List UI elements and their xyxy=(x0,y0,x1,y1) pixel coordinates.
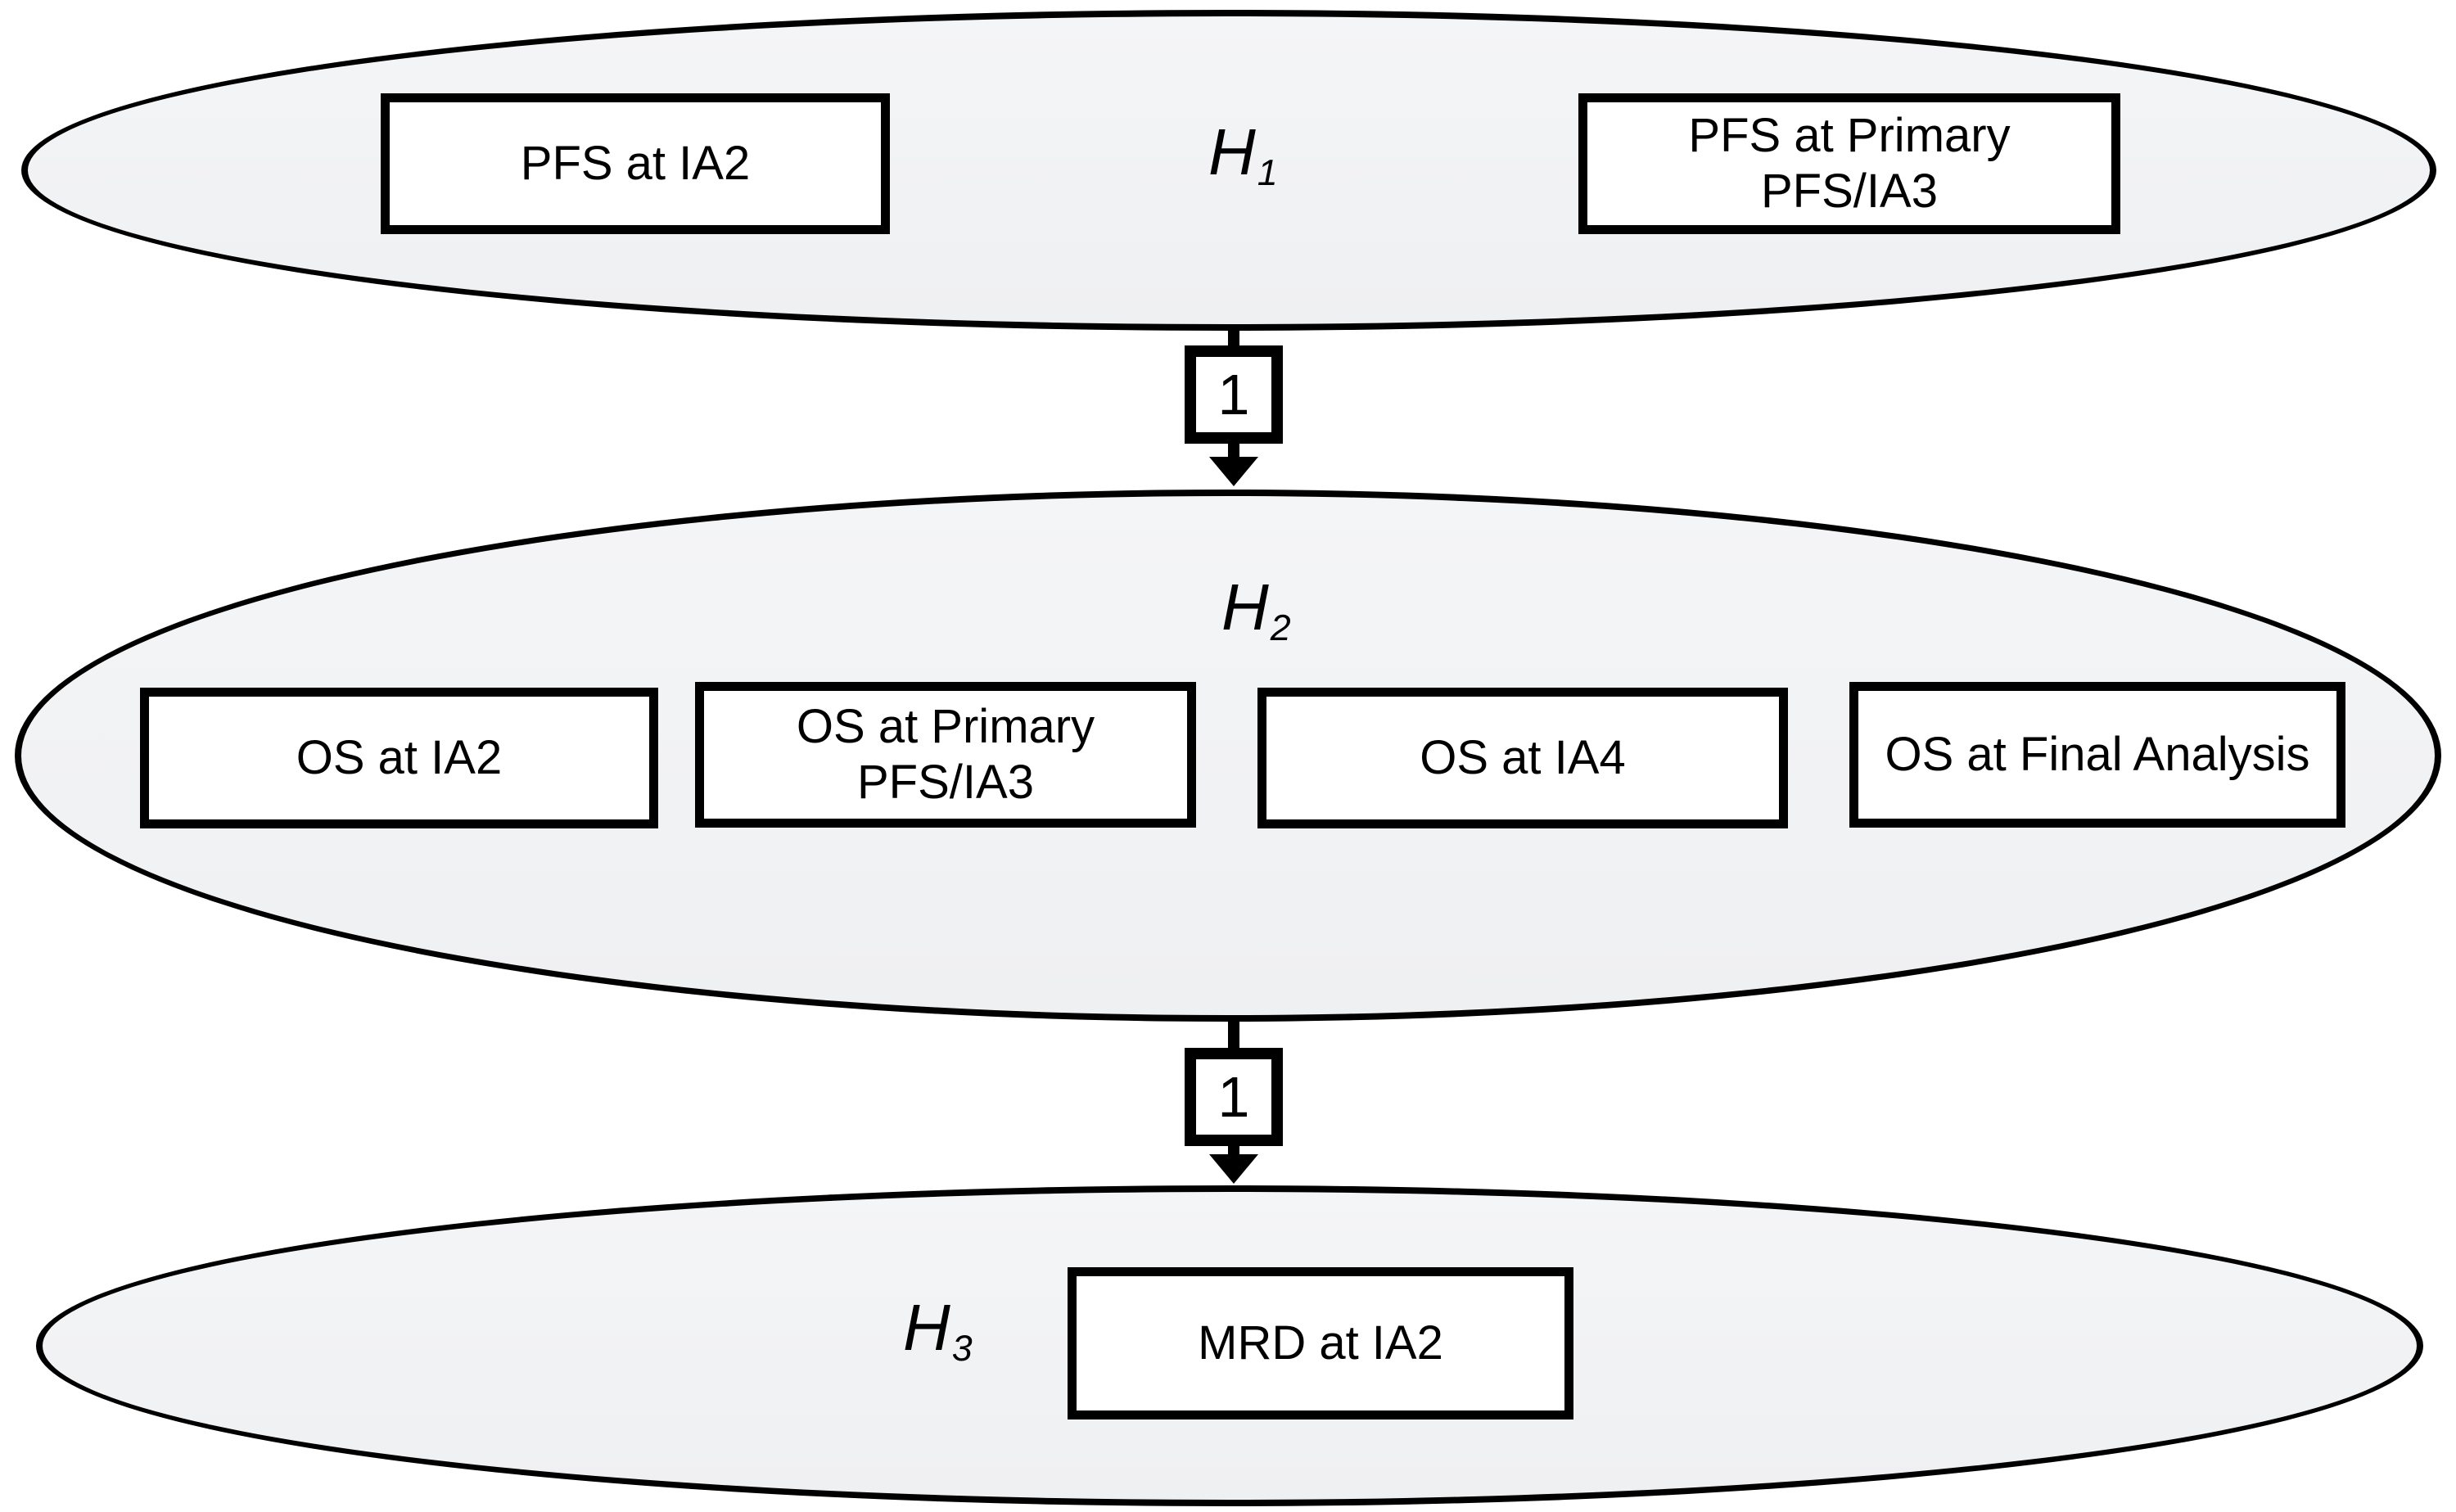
hypothesis-symbol: H xyxy=(903,1291,950,1364)
endpoint-label: PFS at Primary PFS/IA3 xyxy=(1688,108,2011,218)
hypothesis-label-h2: H2 xyxy=(1221,575,1291,647)
transition-weight: 1 xyxy=(1217,363,1250,427)
endpoint-box-os-at-ia4: OS at IA4 xyxy=(1257,688,1788,828)
arrow-line xyxy=(1228,1017,1239,1051)
arrow-line xyxy=(1228,324,1239,349)
transition-weight-box-1: 1 xyxy=(1185,345,1283,444)
endpoint-label: OS at Final Analysis xyxy=(1885,727,2310,781)
hypothesis-subscript: 3 xyxy=(951,1328,973,1370)
transition-weight: 1 xyxy=(1217,1065,1250,1129)
endpoint-label: OS at Primary PFS/IA3 xyxy=(796,699,1095,809)
transition-weight-box-2: 1 xyxy=(1185,1048,1283,1146)
hypothesis-label-h3: H3 xyxy=(903,1295,973,1367)
endpoint-label: OS at IA2 xyxy=(296,730,503,784)
endpoint-label: OS at IA4 xyxy=(1420,730,1626,784)
endpoint-box-pfs-at-ia2: PFS at IA2 xyxy=(381,93,890,234)
hypothesis-symbol: H xyxy=(1221,571,1269,643)
endpoint-box-mrd-at-ia2: MRD at IA2 xyxy=(1068,1267,1573,1419)
hypothesis-symbol: H xyxy=(1208,115,1256,188)
endpoint-label: MRD at IA2 xyxy=(1198,1316,1443,1370)
endpoint-label: PFS at IA2 xyxy=(520,136,751,190)
hypothesis-label-h1: H1 xyxy=(1208,120,1278,192)
arrow-line xyxy=(1228,1143,1239,1158)
endpoint-box-os-at-final-analysis: OS at Final Analysis xyxy=(1849,682,2345,828)
hypothesis-subscript: 2 xyxy=(1270,607,1291,649)
endpoint-box-pfs-at-primary-pfs-ia3: PFS at Primary PFS/IA3 xyxy=(1578,93,2120,234)
arrow-line xyxy=(1228,440,1239,462)
endpoint-box-os-at-ia2: OS at IA2 xyxy=(140,688,658,828)
arrowhead-down-icon xyxy=(1209,1154,1258,1184)
hypothesis-subscript: 1 xyxy=(1257,152,1278,194)
arrowhead-down-icon xyxy=(1209,457,1258,486)
endpoint-box-os-at-primary-pfs-ia3: OS at Primary PFS/IA3 xyxy=(695,682,1196,828)
